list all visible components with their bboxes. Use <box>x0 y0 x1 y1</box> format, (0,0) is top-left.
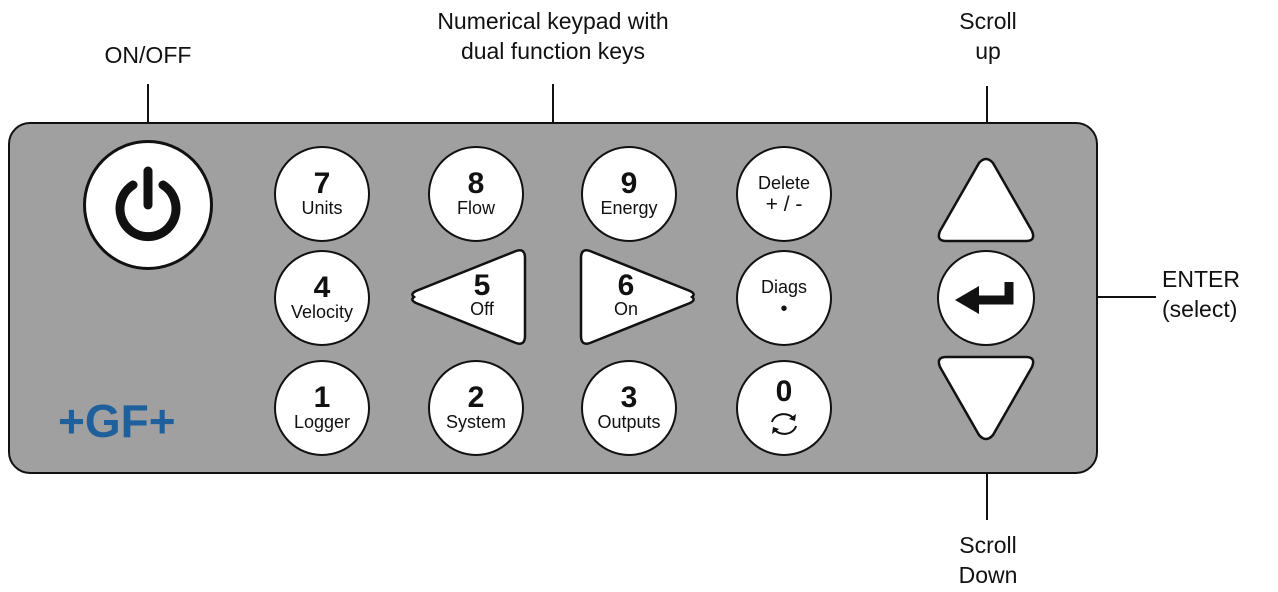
gf-logo: +GF+ <box>58 395 176 447</box>
scroll-up-button[interactable] <box>936 157 1036 245</box>
key-8-number: 8 <box>467 166 485 200</box>
keypad-leader <box>552 84 554 136</box>
keypad-label-line1: Numerical keypad with <box>437 8 669 34</box>
key-8-function: Flow <box>456 197 495 218</box>
key-0-number: 0 <box>775 375 793 408</box>
key-7-number: 7 <box>313 166 331 200</box>
key-9-number: 9 <box>620 166 638 200</box>
scroll-up-label-line2: up <box>975 38 1001 64</box>
key-3-number: 3 <box>620 380 638 414</box>
delete-key-sign-label: + / - <box>765 193 803 216</box>
key-3-outputs[interactable]: 3 Outputs <box>581 360 677 456</box>
delete-key[interactable]: Delete + / - <box>736 146 832 242</box>
scroll-up-callout: Scroll up <box>928 6 1048 66</box>
enter-label-line2: (select) <box>1162 296 1238 322</box>
key-7-units[interactable]: 7 Units <box>274 146 370 242</box>
key-2-system[interactable]: 2 System <box>428 360 524 456</box>
diags-key-dot: • <box>780 298 788 320</box>
scroll-down-leader <box>986 458 988 520</box>
key-3-function: Outputs <box>597 411 661 432</box>
key-1-number: 1 <box>313 380 331 414</box>
scroll-down-label-line2: Down <box>958 562 1018 588</box>
key-7-function: Units <box>301 197 343 218</box>
key-5-off-left-arrow[interactable] <box>408 248 528 346</box>
scroll-down-label-line1: Scroll <box>959 532 1017 558</box>
key-9-energy[interactable]: 9 Energy <box>581 146 677 242</box>
on-off-leader <box>147 84 149 136</box>
keypad-label-line2: dual function keys <box>460 38 646 64</box>
enter-label-line1: ENTER <box>1162 266 1240 292</box>
key-6-on-right-arrow[interactable] <box>578 248 698 346</box>
enter-return-icon <box>955 282 1014 314</box>
scroll-up-label-line1: Scroll <box>959 8 1017 34</box>
key-4-function: Velocity <box>290 301 354 322</box>
diags-key-label: Diags <box>760 277 808 297</box>
key-0-refresh[interactable]: 0 <box>736 360 832 456</box>
scroll-down-callout: Scroll Down <box>928 530 1048 590</box>
refresh-icon <box>771 413 797 435</box>
scroll-down-button[interactable] <box>936 353 1036 441</box>
key-1-function: Logger <box>293 411 351 432</box>
key-2-function: System <box>445 411 506 432</box>
power-button[interactable] <box>83 140 213 270</box>
delete-key-label: Delete <box>757 173 811 193</box>
key-4-number: 4 <box>313 270 331 304</box>
key-9-function: Energy <box>600 197 658 218</box>
key-4-velocity[interactable]: 4 Velocity <box>274 250 370 346</box>
on-off-label: ON/OFF <box>104 42 192 68</box>
key-8-flow[interactable]: 8 Flow <box>428 146 524 242</box>
enter-callout: ENTER (select) <box>1162 264 1278 324</box>
power-icon <box>115 166 181 242</box>
key-2-number: 2 <box>467 380 485 414</box>
on-off-callout: ON/OFF <box>88 40 208 70</box>
keypad-callout: Numerical keypad with dual function keys <box>383 6 723 66</box>
enter-button[interactable] <box>937 250 1035 346</box>
key-1-logger[interactable]: 1 Logger <box>274 360 370 456</box>
diags-key[interactable]: Diags • <box>736 250 832 346</box>
scroll-up-leader <box>986 86 988 142</box>
